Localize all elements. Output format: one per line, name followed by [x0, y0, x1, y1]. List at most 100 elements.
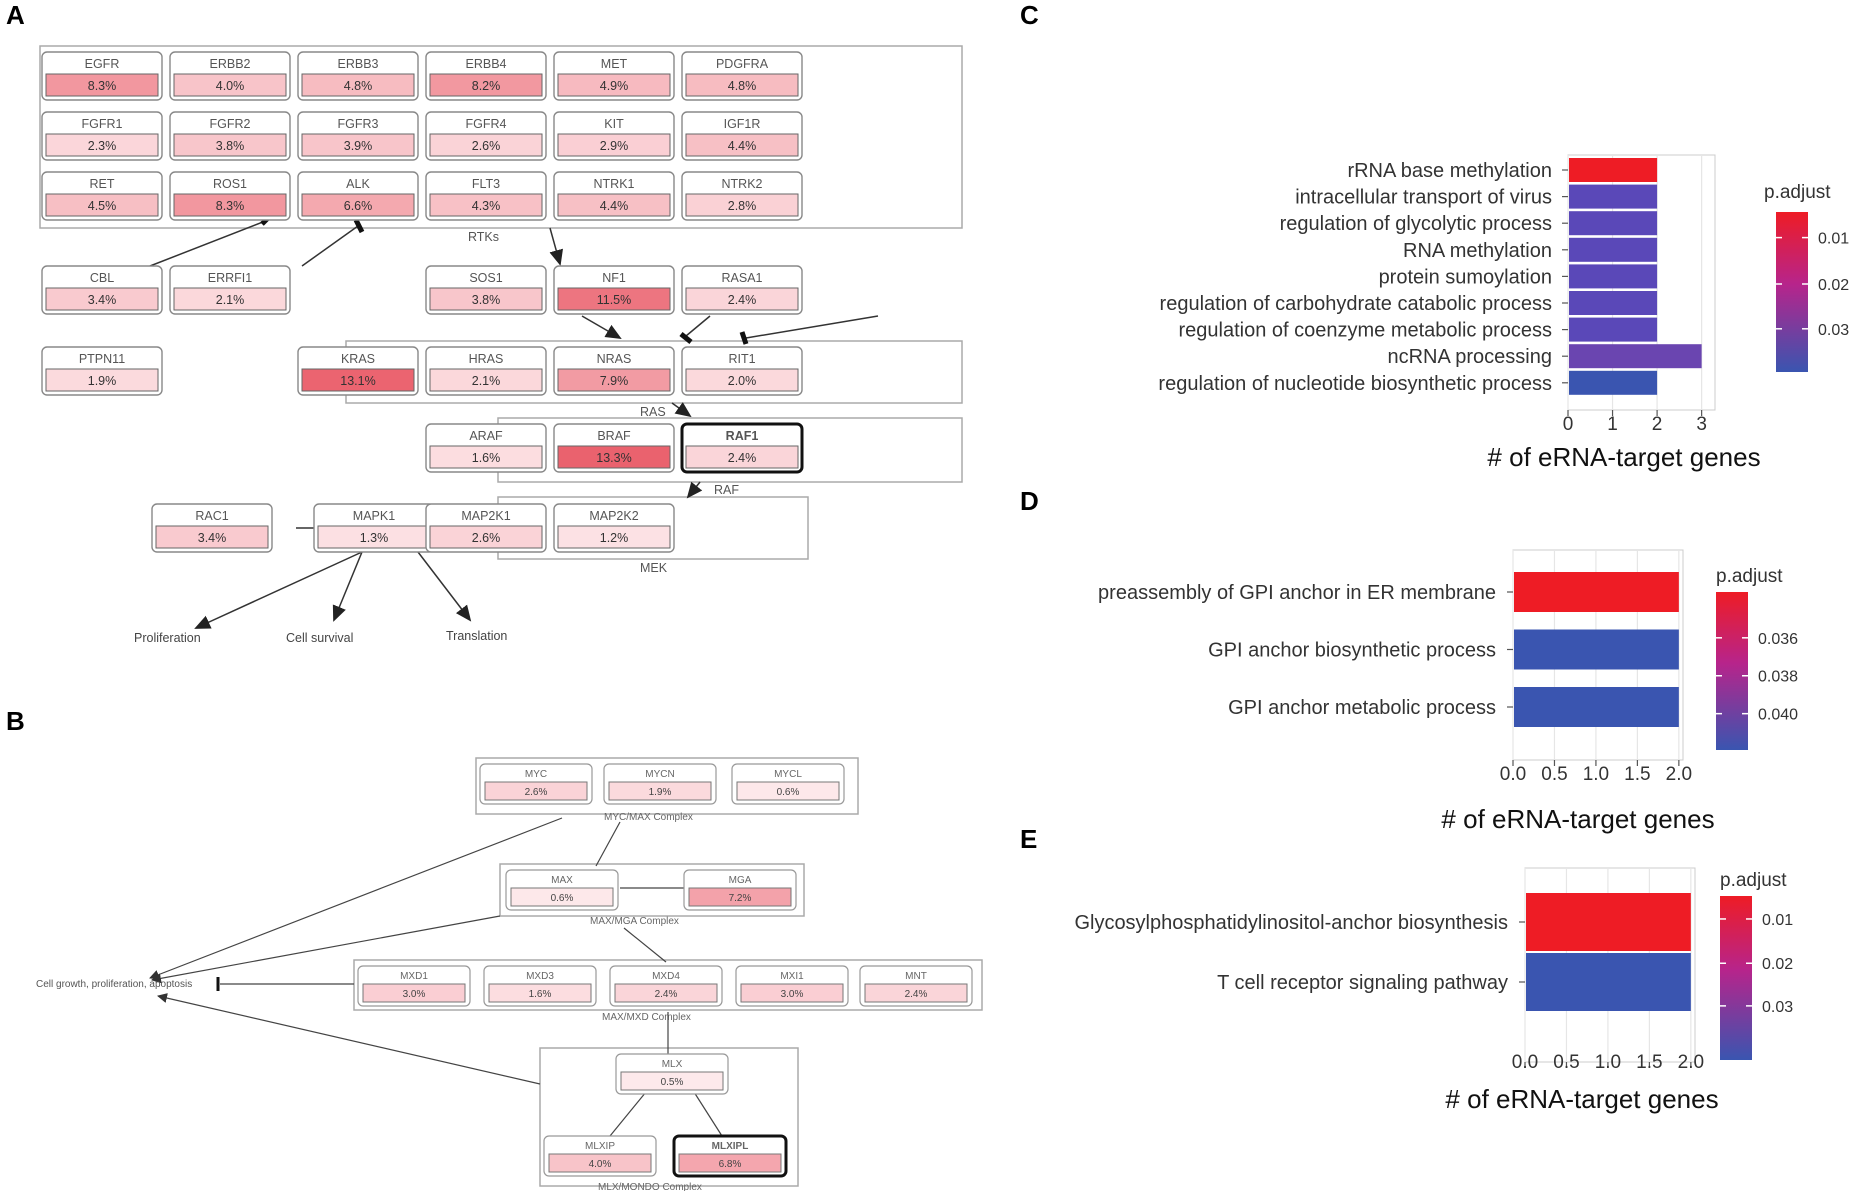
gene-frequency-met: 4.9% [600, 79, 629, 93]
gene-frequency-cell [678, 1153, 782, 1173]
x-tick-label: 2.0 [1678, 1052, 1704, 1073]
mapk1-to-survival-arrow [332, 551, 363, 622]
gene-frequency-cell [301, 193, 415, 217]
myc-max-to-outcome-arrow [149, 817, 563, 980]
gene-name-ros1: ROS1 [213, 177, 247, 191]
sos1-to-ras-arrow [581, 315, 622, 340]
gene-frequency-rasa1: 2.4% [728, 293, 757, 307]
category-label: GPI anchor biosynthetic process [1208, 640, 1496, 662]
max-mga-group-box [499, 863, 805, 917]
x-tick-label: 1.5 [1636, 1052, 1662, 1073]
legend-title: p.adjust [1716, 566, 1783, 587]
mapk1-to-translation-arrow [417, 551, 472, 622]
x-axis-title: # of eRNA-target genes [1445, 1084, 1718, 1114]
panel-b-gene-nodes: MYC2.6%MYCN1.9%MYCL0.6%MAX0.6%MGA7.2%MXD… [357, 763, 973, 1178]
bar-protein-sumoylation [1569, 264, 1658, 289]
gene-frequency-cell [429, 193, 543, 217]
gene-name-mxi1: MXI1 [780, 971, 804, 982]
gene-frequency-mapk1: 1.3% [360, 531, 389, 545]
panel-letter-e: E [1020, 824, 1037, 854]
gene-frequency-egfr: 8.3% [88, 79, 117, 93]
myc-max-group-box [475, 757, 859, 815]
mlx-to-mlxip-line [609, 1091, 647, 1137]
gene-name-mlxipl: MLXIPL [712, 1141, 749, 1152]
gene-frequency-cell [510, 887, 614, 907]
gene-name-ntrk1: NTRK1 [594, 177, 635, 191]
gene-name-kit: KIT [604, 117, 624, 131]
gene-frequency-mga: 7.2% [729, 893, 752, 904]
gene-name-ntrk2: NTRK2 [722, 177, 763, 191]
category-label: preassembly of GPI anchor in ER membrane [1098, 582, 1496, 604]
x-tick-label: 2 [1652, 414, 1663, 435]
gene-node-kit: KIT 2.9% [553, 111, 675, 161]
gene-frequency-cell [864, 983, 968, 1003]
gene-frequency-cell [429, 133, 543, 157]
panel-letter-b: B [6, 706, 25, 736]
gene-name-alk: ALK [346, 177, 370, 191]
max-to-mxd-line [623, 927, 667, 963]
category-label: intracellular transport of virus [1295, 187, 1552, 209]
gene-frequency-fgfr1: 2.3% [88, 139, 117, 153]
gene-name-nf1: NF1 [602, 271, 626, 285]
gene-frequency-max: 0.6% [551, 893, 574, 904]
gene-frequency-mycn: 1.9% [649, 787, 672, 798]
bar-intracellular-transport-of-virus [1569, 184, 1658, 209]
gene-frequency-rac1: 3.4% [198, 531, 227, 545]
gene-name-map2k2: MAP2K2 [589, 509, 638, 523]
gene-node-map2k2: MAP2K2 1.2% [553, 503, 675, 553]
gene-frequency-map2k2: 1.2% [600, 531, 629, 545]
raf-group-label: RAF [714, 483, 739, 497]
bar-gpi-anchor-metabolic-process [1514, 687, 1679, 727]
gene-node-rac1: RAC1 3.4% [151, 503, 273, 553]
gene-frequency-mycl: 0.6% [777, 787, 800, 798]
gene-frequency-igf1r: 4.4% [728, 139, 757, 153]
cell-growth-outcome-label: Cell growth, proliferation, apoptosis [36, 979, 192, 990]
gene-frequency-cell [740, 983, 844, 1003]
gene-name-mapk1: MAPK1 [353, 509, 395, 523]
rtks-group-label: RTKs [468, 230, 499, 244]
gene-frequency-cell [362, 983, 466, 1003]
rtk-to-sos1-arrow [549, 227, 563, 266]
gene-name-fgfr1: FGFR1 [82, 117, 123, 131]
gene-frequency-cell [620, 1071, 724, 1091]
gene-frequency-cell [429, 368, 543, 392]
gene-frequency-sos1: 3.8% [472, 293, 501, 307]
max-mxd-group-label: MAX/MXD Complex [602, 1012, 691, 1023]
gene-frequency-braf: 13.3% [596, 451, 631, 465]
gene-node-mga: MGA 7.2% [683, 869, 797, 911]
bar-regulation-of-glycolytic-process [1569, 211, 1658, 236]
gene-name-rac1: RAC1 [195, 509, 228, 523]
gene-frequency-mxd1: 3.0% [403, 989, 426, 1000]
gene-frequency-mxd3: 1.6% [529, 989, 552, 1000]
gene-frequency-cell [557, 133, 671, 157]
gene-frequency-cell [557, 445, 671, 469]
mlx-mondo-group-label: MLX/MONDO Complex [598, 1182, 702, 1191]
errfi1-inhibit-line [301, 225, 359, 267]
gene-frequency-fgfr4: 2.6% [472, 139, 501, 153]
gene-name-mycl: MYCL [774, 769, 802, 780]
gene-frequency-kit: 2.9% [600, 139, 629, 153]
legend-title: p.adjust [1720, 870, 1787, 891]
bar-gpi-anchor-biosynthetic-process [1514, 629, 1679, 670]
raf-to-mek-arrow [686, 481, 703, 499]
gene-frequency-nf1: 11.5% [597, 293, 632, 307]
mapk1-to-proliferation-arrow [194, 551, 363, 629]
gene-name-mga: MGA [729, 875, 752, 886]
gene-frequency-ret: 4.5% [88, 199, 117, 213]
gene-frequency-cell [45, 368, 159, 392]
gene-frequency-ntrk2: 2.8% [728, 199, 757, 213]
